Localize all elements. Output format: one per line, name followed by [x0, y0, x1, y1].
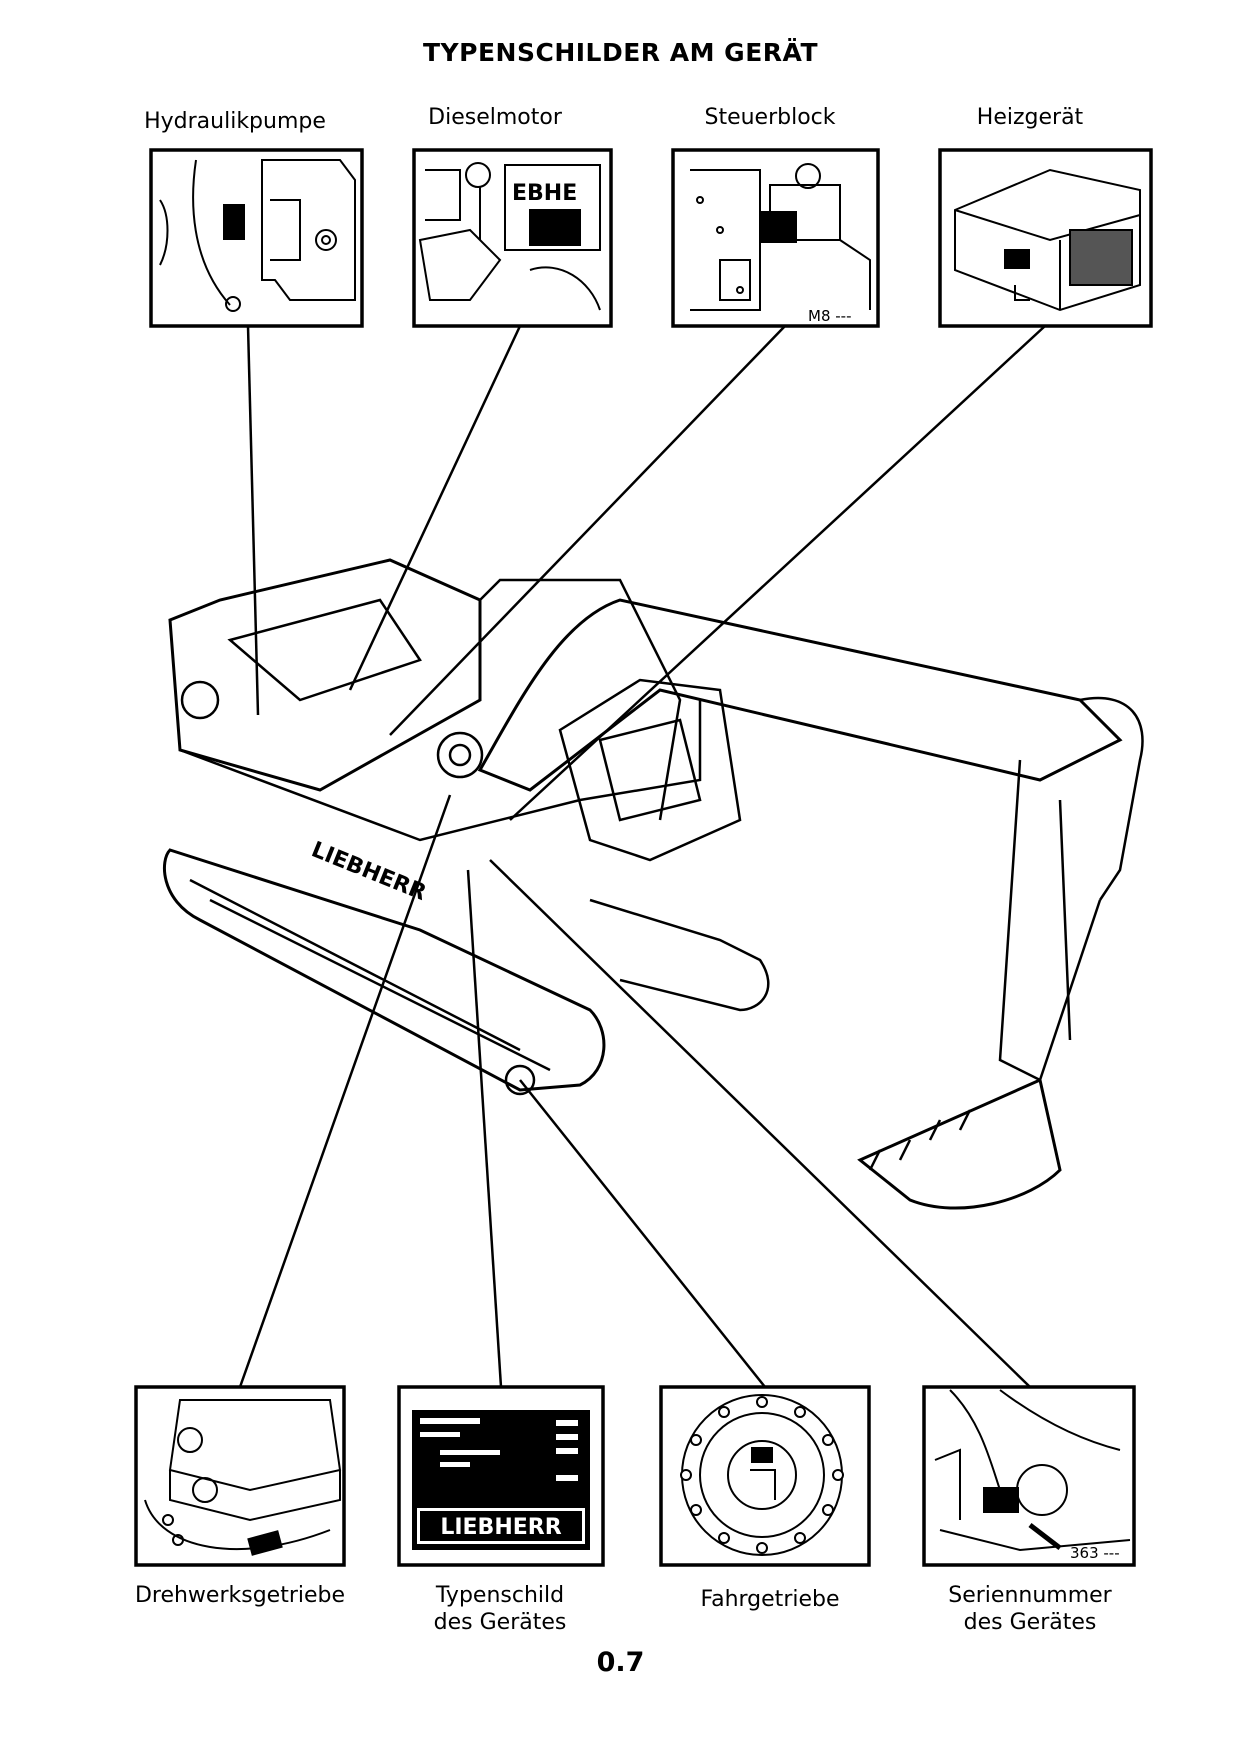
logo-text: LIEBHERR — [440, 1515, 561, 1540]
detail-box-hydraulikpumpe — [149, 148, 364, 328]
label-line: des Gerätes — [433, 1610, 567, 1635]
page-title: TYPENSCHILDER AM GERÄT — [422, 38, 818, 67]
label-heizgeraet: Heizgerät — [976, 105, 1084, 130]
detail-box-seriennummer — [922, 1385, 1136, 1567]
excavator-body: LIEBHERR — [163, 558, 1144, 1210]
excavator-logo: LIEBHERR — [308, 837, 430, 906]
leader-lines — [238, 325, 1046, 1388]
steuerblock-ref: M8 --- — [808, 307, 852, 325]
label-typenschild: Typenschild des Gerätes — [390, 1582, 610, 1636]
serial-ref: 363 --- — [1070, 1544, 1120, 1562]
detail-box-steuerblock — [671, 148, 880, 328]
hydraulikpumpe-sketch — [159, 159, 356, 312]
label-dieselmotor: Dieselmotor — [428, 105, 562, 130]
drehwerksgetriebe-sketch — [144, 1399, 342, 1556]
label-steuerblock: Steuerblock — [704, 105, 836, 130]
steuerblock-sketch: M8 --- — [690, 163, 871, 325]
fahrgetriebe-sketch — [680, 1394, 844, 1556]
label-line: Typenschild — [435, 1583, 565, 1608]
label-line: Seriennummer — [948, 1583, 1112, 1608]
label-hydraulikpumpe: Hydraulikpumpe — [144, 109, 326, 134]
heizgeraet-sketch — [954, 168, 1141, 312]
seriennummer-sketch: 363 --- — [934, 1389, 1131, 1562]
label-line: Fahrgetriebe — [700, 1587, 840, 1612]
typenschild-plate: LIEBHERR — [412, 1410, 590, 1550]
dieselmotor-sketch: EBHE — [418, 162, 601, 311]
label-seriennummer: Seriennummer des Gerätes — [920, 1582, 1140, 1636]
detail-box-dieselmotor — [412, 148, 613, 328]
label-line: Drehwerksgetriebe — [134, 1583, 346, 1608]
svg-text:EBHE: EBHE — [512, 181, 577, 206]
detail-box-heizgeraet — [938, 148, 1153, 328]
label-drehwerksgetriebe: Drehwerksgetriebe — [100, 1582, 380, 1609]
page-number: 0.7 — [596, 1647, 645, 1678]
label-fahrgetriebe: Fahrgetriebe — [665, 1586, 875, 1613]
label-line: des Gerätes — [963, 1610, 1097, 1635]
